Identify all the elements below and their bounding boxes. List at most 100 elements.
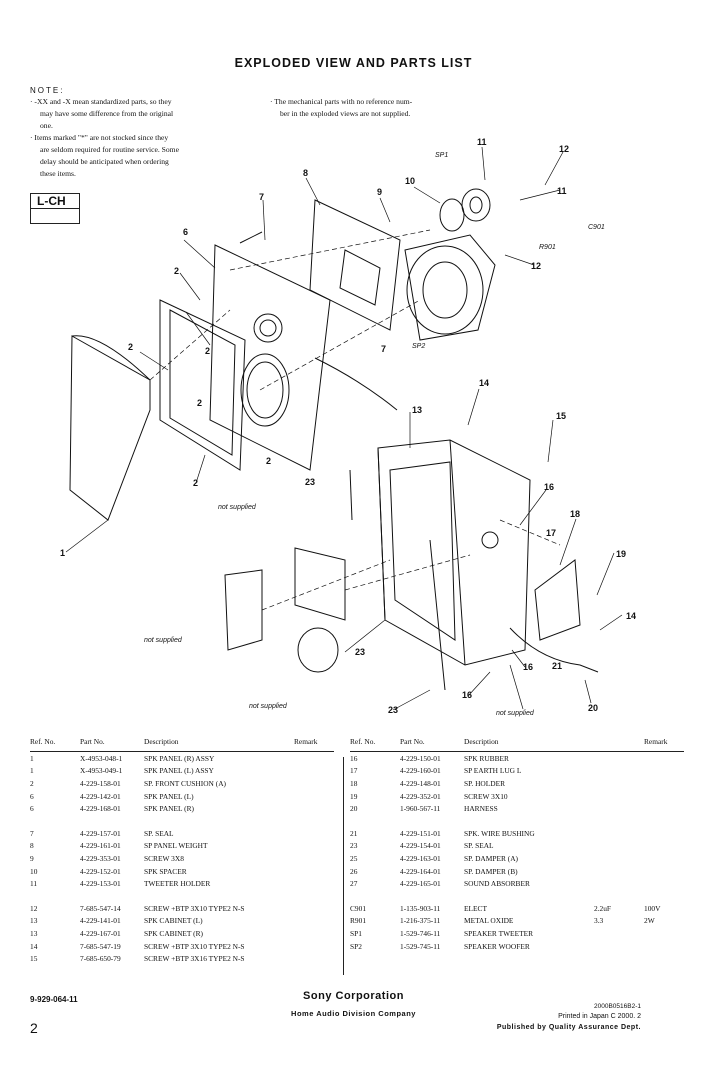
value-cell <box>294 765 334 778</box>
description-cell: SP. DAMPER (B) <box>464 866 518 876</box>
callout: 21 <box>552 661 562 671</box>
value-cell <box>294 940 334 953</box>
ref-cell: 11 <box>30 879 38 889</box>
description-cell: SPK PANEL (L) ASSY <box>144 766 214 776</box>
value-cell: 2.2uF <box>594 903 612 913</box>
exploded-view-diagram: 1 2 2 2 2 2 2 6 7 7 8 9 10 11 11 12 12 1… <box>60 137 636 717</box>
callout: 16 <box>462 690 472 700</box>
part-label: SP1 <box>435 152 448 159</box>
header-ref: Ref. No. <box>350 736 400 752</box>
header-desc: Description <box>144 736 294 752</box>
description-cell: SPEAKER WOOFER <box>464 941 530 951</box>
callout: 12 <box>559 144 569 154</box>
description-cell: SPEAKER TWEETER <box>464 928 534 938</box>
part-label: SP2 <box>412 343 425 350</box>
callout: 8 <box>303 168 308 178</box>
value-cell <box>594 827 644 840</box>
note-line: · -XX and -X mean standardized parts, so… <box>30 97 172 106</box>
description-cell: SOUND ABSORBER <box>464 879 530 889</box>
ref-cell: 8 <box>30 841 34 851</box>
value-cell <box>294 752 334 765</box>
value-cell <box>294 827 334 840</box>
ref-cell: 26 <box>350 866 358 876</box>
part-no-cell: 4-229-352-01 <box>400 791 441 801</box>
callout: 16 <box>523 662 533 672</box>
note-line: delay should be anticipated when orderin… <box>40 157 169 166</box>
part-no-cell: X-4953-048-1 <box>80 753 123 763</box>
description-cell: SP. HOLDER <box>464 778 506 788</box>
part-no-cell: 1-960-567-11 <box>400 804 441 814</box>
part-no-cell: 4-229-168-01 <box>80 804 121 814</box>
description-cell: SP. SEAL <box>144 828 174 838</box>
remark-cell: 100V <box>644 903 661 913</box>
ref-cell: 9 <box>30 853 34 863</box>
description-cell: SPK. WIRE BUSHING <box>464 828 535 838</box>
note-heading: NOTE: <box>30 86 65 95</box>
part-no-cell: 4-229-158-01 <box>80 778 121 788</box>
speaker-panel <box>209 244 331 471</box>
description-cell: SPK CABINET (L) <box>144 916 203 926</box>
tweeter <box>461 188 491 222</box>
part-no-cell: 4-229-161-01 <box>80 841 121 851</box>
callout: 9 <box>377 187 382 197</box>
not-supplied-label: not supplied <box>144 637 183 644</box>
part-no-cell: 4-229-148-01 <box>400 778 441 788</box>
part-no-cell: 4-229-167-01 <box>80 928 121 938</box>
value-cell <box>594 765 644 778</box>
callout: 23 <box>388 705 398 715</box>
page-number: 2 <box>30 1020 38 1036</box>
part-no-cell: 1-529-746-11 <box>400 928 441 938</box>
remark-cell <box>644 752 684 765</box>
ref-cell: SP1 <box>350 928 362 938</box>
value-cell <box>594 940 644 953</box>
header-desc: Description <box>464 736 594 752</box>
ref-cell: 23 <box>350 841 358 851</box>
note-right: · The mechanical parts with no reference… <box>270 96 460 120</box>
description-cell: SP EARTH LUG L <box>464 766 522 776</box>
doc-code: 9-929-064-11 <box>30 995 78 1004</box>
note-line: one. <box>40 121 53 130</box>
ref-cell: 6 <box>30 791 34 801</box>
value-cell <box>594 865 644 878</box>
value-cell <box>594 852 644 865</box>
ref-cell: C901 <box>350 903 367 913</box>
not-supplied-label: not supplied <box>218 504 257 511</box>
ref-cell: 10 <box>30 866 38 876</box>
value-cell <box>294 915 334 928</box>
description-cell: ELECT <box>464 903 487 913</box>
part-no-cell: 4-229-164-01 <box>400 866 441 876</box>
callout: 7 <box>259 192 264 202</box>
damper-round <box>297 627 339 673</box>
callout: 1 <box>60 548 65 558</box>
remark-cell <box>644 777 684 790</box>
table-row: SP1 1-529-746-11 SPEAKER TWEETER <box>350 927 684 940</box>
ref-cell: 21 <box>350 828 358 838</box>
ref-cell: 16 <box>350 753 358 763</box>
description-cell: SCREW +BTP 3X16 TYPE2 N-S <box>144 954 245 964</box>
header-part: Part No. <box>400 736 464 752</box>
description-cell: SCREW 3X10 <box>464 791 508 801</box>
gap-cell <box>30 815 334 827</box>
front-grille <box>69 335 151 521</box>
callout: 2 <box>205 346 210 356</box>
description-cell: SP PANEL WEIGHT <box>144 841 208 851</box>
part-no-cell: 4-229-150-01 <box>400 753 441 763</box>
not-supplied-label: not supplied <box>249 703 288 710</box>
remark-cell <box>644 790 684 803</box>
header-remark: Remark <box>294 736 334 752</box>
part-no-cell: 7-685-547-19 <box>80 941 121 951</box>
table-divider <box>343 757 344 975</box>
part-label: R901 <box>539 244 556 251</box>
value-cell <box>294 927 334 940</box>
description-cell: SPK PANEL (R) ASSY <box>144 753 215 763</box>
